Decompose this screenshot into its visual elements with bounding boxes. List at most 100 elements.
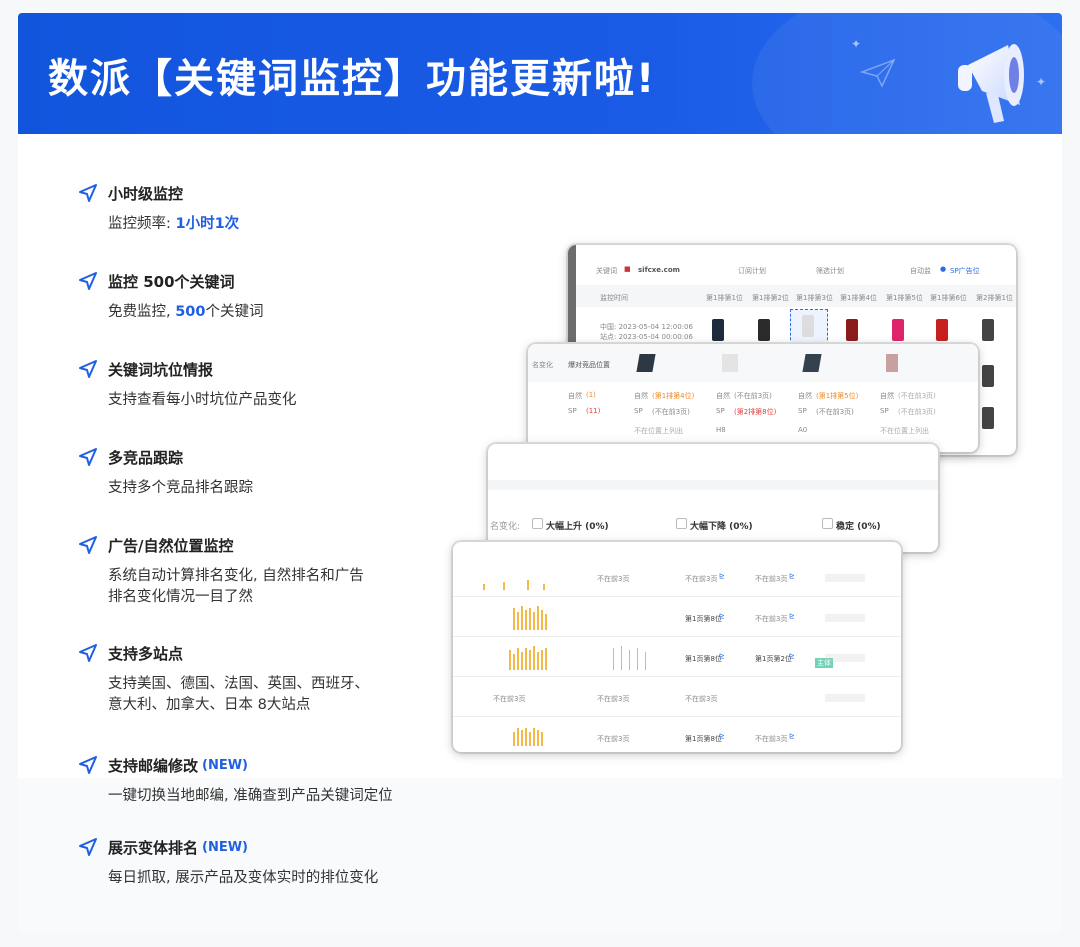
product-thumbnail[interactable]	[936, 319, 948, 341]
filter-button[interactable]: 订阅计划	[738, 267, 766, 275]
rank-cell: 不在前3页	[755, 615, 788, 623]
feature-title: 展示变体排名	[108, 838, 199, 857]
product-thumbnail[interactable]	[982, 407, 994, 429]
product-thumbnail[interactable]	[802, 315, 814, 337]
feature-desc-line: 排名变化情况一目了然	[108, 589, 253, 605]
feature-desc-text: 免费监控,	[108, 304, 176, 320]
cell-label: 自然	[798, 392, 812, 400]
column-header: 第1排第5位	[886, 294, 923, 302]
paper-plane-icon	[860, 58, 896, 88]
table-header	[528, 344, 978, 382]
product-thumbnail[interactable]	[982, 365, 994, 387]
ad-label: SP广告位	[950, 267, 980, 275]
feature-desc: 每日抓取, 展示产品及变体实时的排位变化	[108, 870, 379, 886]
trend-sparkline	[473, 602, 553, 630]
megaphone-icon	[958, 44, 1024, 123]
product-thumbnail[interactable]	[636, 354, 656, 372]
product-thumbnail[interactable]	[886, 354, 898, 372]
cell-value: (11)	[586, 407, 601, 415]
cell-label: SP	[568, 407, 577, 415]
feature-title: 广告/自然位置监控	[108, 536, 234, 555]
cell-label: 自然	[634, 392, 648, 400]
product-thumbnail[interactable]	[802, 354, 822, 372]
feature-desc-line: 系统自动计算排名变化, 自然排名和广告	[108, 568, 364, 584]
trend-sparkline	[473, 562, 553, 590]
chart-icon[interactable]: ⊵	[789, 652, 795, 660]
filter-label: 名变化:	[490, 522, 521, 532]
rank-cell: 不在前3页	[597, 695, 630, 703]
product-thumbnail[interactable]	[758, 319, 770, 341]
row-time: 中国: 2023-05-04 12:00:06	[600, 323, 693, 331]
column-header: 第1排第6位	[930, 294, 967, 302]
product-thumbnail[interactable]	[892, 319, 904, 341]
new-badge: (NEW)	[202, 757, 248, 773]
filter-option[interactable]: 大幅下降 (0%)	[690, 522, 753, 532]
divider	[488, 480, 938, 490]
faded-columns	[825, 564, 881, 744]
chart-icon[interactable]: ⊵	[789, 572, 795, 580]
feature-desc: 免费监控, 500个关键词	[108, 302, 458, 323]
chart-icon[interactable]: ⊵	[719, 572, 725, 580]
checkbox[interactable]	[822, 518, 833, 529]
feature-item: 小时级监控 监控频率: 1小时1次	[78, 180, 458, 235]
variant-tag: 主体	[815, 658, 833, 668]
column-header: 爆对竞品位置	[568, 361, 610, 369]
send-arrow-icon	[79, 536, 97, 554]
rank-cell: 不在前3页	[755, 735, 788, 743]
feature-item: 关键词坑位情报 支持查看每小时坑位产品变化	[78, 356, 458, 411]
column-header: 第1排第4位	[840, 294, 877, 302]
feature-desc-line: 支持美国、德国、法国、英国、西班牙、	[108, 676, 369, 692]
cell-label: 自然	[880, 392, 894, 400]
cell-extra: A0	[798, 426, 808, 434]
rank-cell: 不在前3页	[597, 735, 630, 743]
product-thumbnail[interactable]	[846, 319, 858, 341]
feature-desc-text: 个关键词	[205, 304, 264, 320]
feature-highlight: 1小时1次	[175, 216, 240, 232]
keyword-label: 关键词	[596, 267, 617, 275]
feature-item: 支持多站点 支持美国、德国、法国、英国、西班牙、 意大利、加拿大、日本 8大站点	[78, 640, 458, 716]
product-thumbnail[interactable]	[722, 354, 738, 372]
cell-label: 自然	[716, 392, 730, 400]
checkbox[interactable]	[676, 518, 687, 529]
chart-icon[interactable]: ⊵	[719, 732, 725, 740]
cell-value: (不在前3页)	[898, 408, 936, 416]
new-badge: (NEW)	[202, 839, 248, 855]
cell-value: (不在前3页)	[898, 392, 936, 400]
feature-desc: 系统自动计算排名变化, 自然排名和广告 排名变化情况一目了然	[108, 566, 458, 608]
rank-cell: 不在前3页	[493, 695, 526, 703]
chart-icon[interactable]: ⊵	[789, 732, 795, 740]
rank-cell: 不在前3页	[755, 575, 788, 583]
cell-value: (第1排第5位)	[816, 392, 859, 400]
chart-icon[interactable]: ⊵	[719, 652, 725, 660]
column-header: 第1排第2位	[752, 294, 789, 302]
feature-title: 监控 500个关键词	[108, 272, 235, 291]
cell-value: (第2排第8位)	[734, 408, 777, 416]
product-thumbnail[interactable]	[712, 319, 724, 341]
filter-button[interactable]: 筛选计划	[816, 267, 844, 275]
cell-value: (第1排第4位)	[652, 392, 695, 400]
rank-cell: 第1页第8位	[685, 655, 722, 663]
feature-item: 广告/自然位置监控 系统自动计算排名变化, 自然排名和广告 排名变化情况一目了然	[78, 532, 458, 608]
send-arrow-icon	[79, 756, 97, 774]
site-name: sifcxe.com	[638, 266, 680, 274]
cell-label: SP	[634, 407, 643, 415]
column-header: 名变化	[532, 361, 553, 369]
product-thumbnail[interactable]	[982, 319, 994, 341]
feature-highlight: 500	[175, 304, 206, 320]
sparkle-icon: ✦	[851, 37, 862, 51]
screenshot-competitor-position: 名变化 爆对竞品位置 自然 (1) SP (11) 自然 (第1排第4位) SP…	[528, 344, 978, 452]
feature-desc: 支持查看每小时坑位产品变化	[108, 392, 297, 408]
send-arrow-icon	[79, 360, 97, 378]
toggle-icon[interactable]: ●	[940, 265, 947, 273]
chart-icon[interactable]: ⊵	[789, 612, 795, 620]
feature-desc-text: 监控频率:	[108, 216, 176, 232]
chart-icon[interactable]: ⊵	[719, 612, 725, 620]
filter-option[interactable]: 大幅上升 (0%)	[546, 522, 609, 532]
setting-label: 自动监	[910, 267, 931, 275]
feature-item: 支持邮编修改 (NEW) 一键切换当地邮编, 准确查到产品关键词定位	[78, 752, 458, 807]
filter-option[interactable]: 稳定 (0%)	[836, 522, 881, 532]
screenshot-rank-change-filter: 名变化: 大幅上升 (0%) 大幅下降 (0%) 稳定 (0%)	[488, 444, 938, 552]
rank-cell: 不在前3页	[597, 575, 630, 583]
checkbox[interactable]	[532, 518, 543, 529]
feature-item: 展示变体排名 (NEW) 每日抓取, 展示产品及变体实时的排位变化	[78, 834, 458, 889]
